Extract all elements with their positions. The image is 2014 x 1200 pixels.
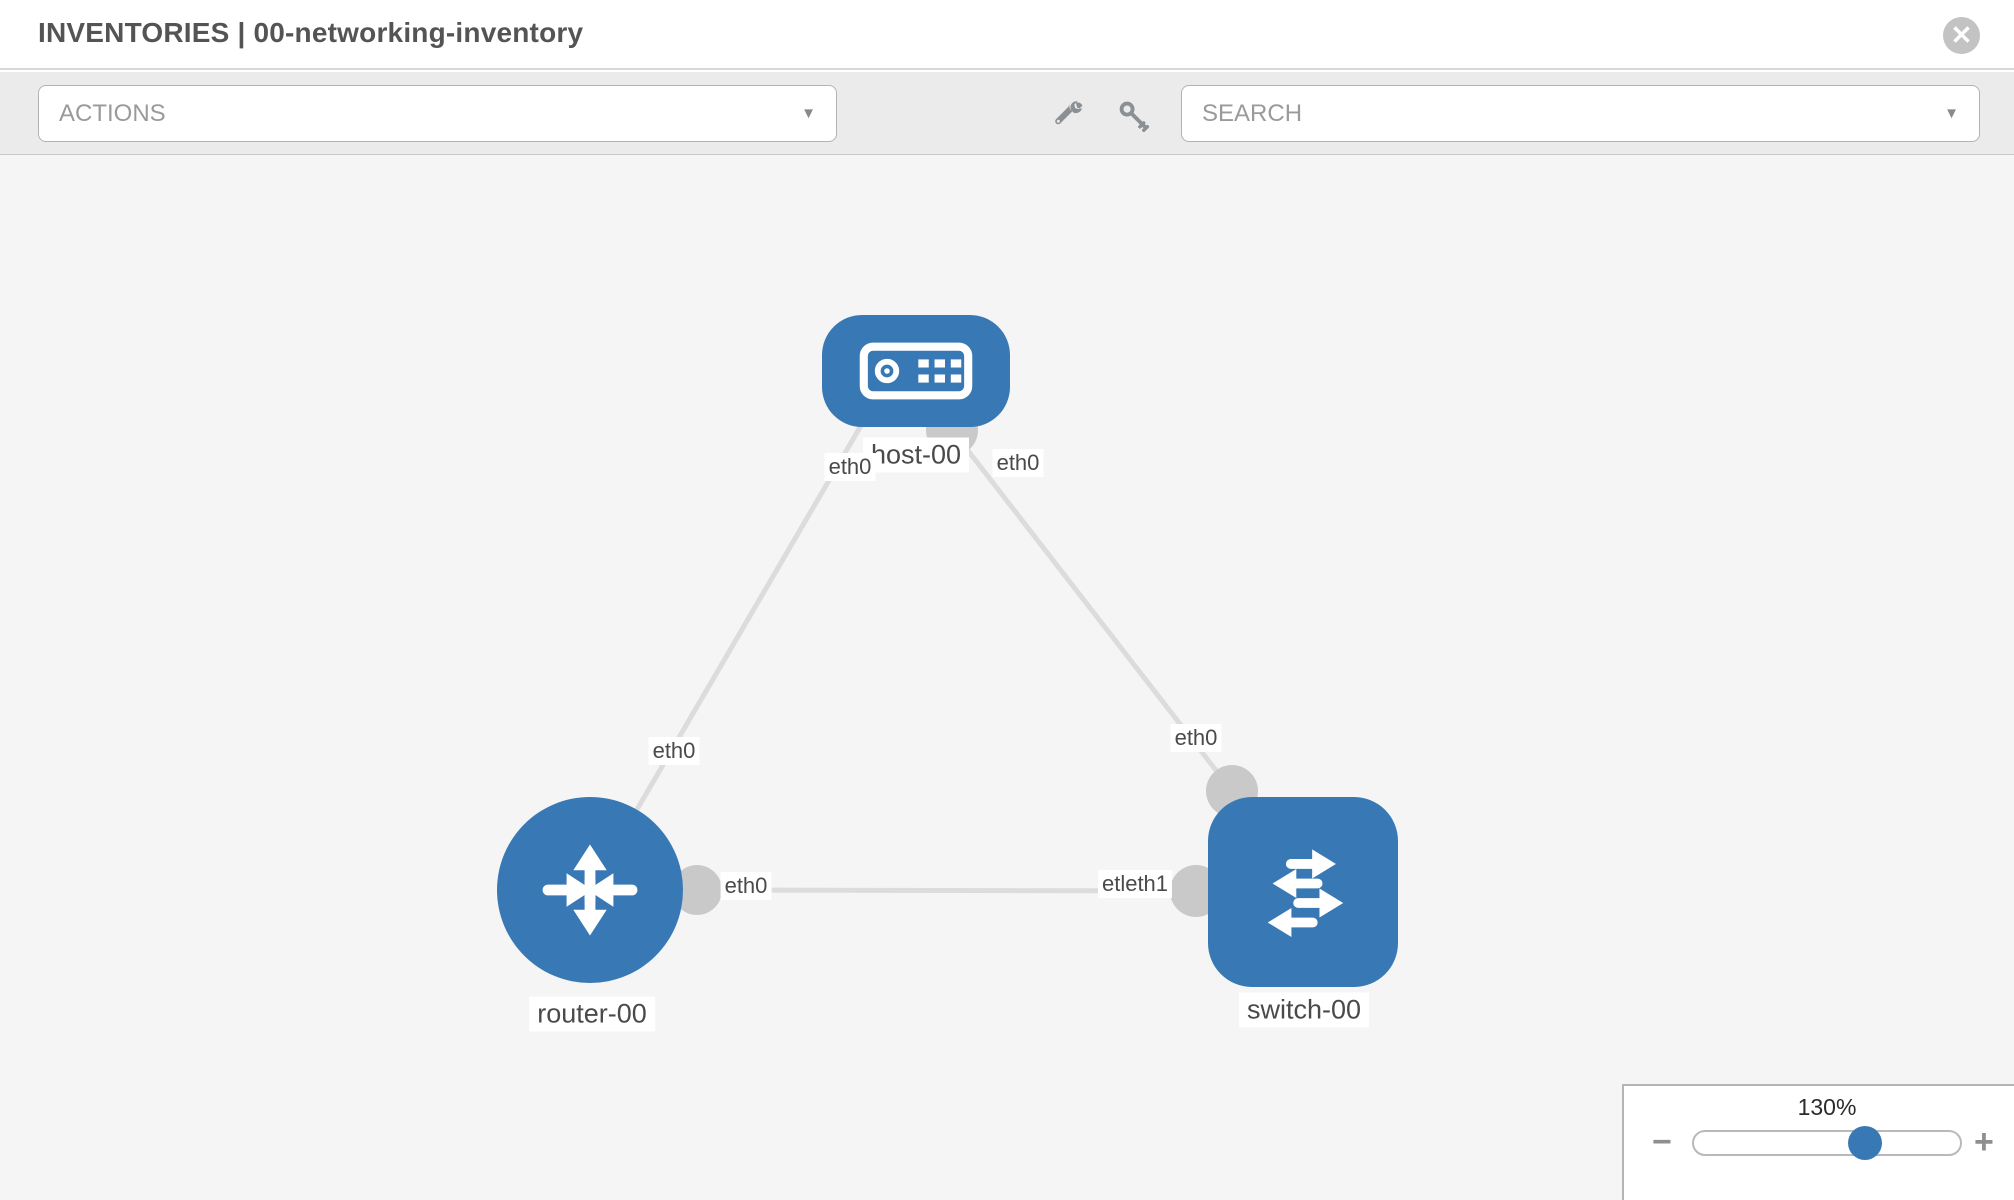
- key-button[interactable]: [1117, 99, 1151, 133]
- actions-dropdown-label: ACTIONS: [59, 99, 166, 127]
- interface-label: eth0: [992, 449, 1044, 477]
- router-icon: [542, 844, 638, 936]
- wrench-icon: [1055, 101, 1083, 125]
- page-title: INVENTORIES | 00-networking-inventory: [38, 17, 584, 48]
- node-switch-00[interactable]: [1208, 797, 1398, 987]
- zoom-slider-track[interactable]: [1692, 1130, 1962, 1156]
- interface-port: [672, 865, 722, 915]
- zoom-out-button[interactable]: −: [1652, 1123, 1672, 1161]
- close-button[interactable]: ✕: [1943, 17, 1980, 54]
- node-label-host-00: host-00: [862, 437, 970, 473]
- interface-label: eth0: [824, 453, 876, 481]
- interface-label: etleth1: [1097, 870, 1173, 898]
- zoom-in-button[interactable]: +: [1974, 1123, 1994, 1161]
- node-host-00[interactable]: [822, 315, 1010, 427]
- key-icon: [1119, 101, 1150, 132]
- node-label-router-00: router-00: [529, 996, 655, 1032]
- actions-dropdown[interactable]: ACTIONS ▼: [38, 85, 837, 142]
- topology-canvas[interactable]: host-00 router-00 switch-00 eth0 eth0 eth0 eth…: [0, 155, 2014, 1200]
- toolbar: ACTIONS ▼ SEARCH ▼: [0, 72, 2014, 155]
- zoom-control-panel: 130% − +: [1622, 1084, 2014, 1200]
- links-layer: [587, 404, 1258, 917]
- node-label-switch-00: switch-00: [1238, 992, 1370, 1028]
- interface-label: eth0: [648, 737, 700, 765]
- zoom-level-value: 130%: [1797, 1094, 1857, 1120]
- chevron-down-icon: ▼: [1944, 105, 1959, 122]
- close-icon: ✕: [1950, 19, 1973, 50]
- header: INVENTORIES | 00-networking-inventory ✕: [0, 0, 2014, 70]
- wrench-button[interactable]: [1051, 99, 1085, 133]
- switch-icon: [1267, 849, 1344, 938]
- zoom-slider-thumb[interactable]: [1847, 1126, 1882, 1160]
- search-dropdown[interactable]: SEARCH ▼: [1181, 85, 1980, 142]
- chevron-down-icon: ▼: [801, 105, 816, 122]
- host-icon: [859, 342, 973, 400]
- interface-label: eth0: [720, 872, 772, 900]
- interface-label: eth0: [1170, 724, 1222, 752]
- search-input[interactable]: SEARCH: [1202, 99, 1303, 127]
- node-router-00[interactable]: [497, 797, 683, 983]
